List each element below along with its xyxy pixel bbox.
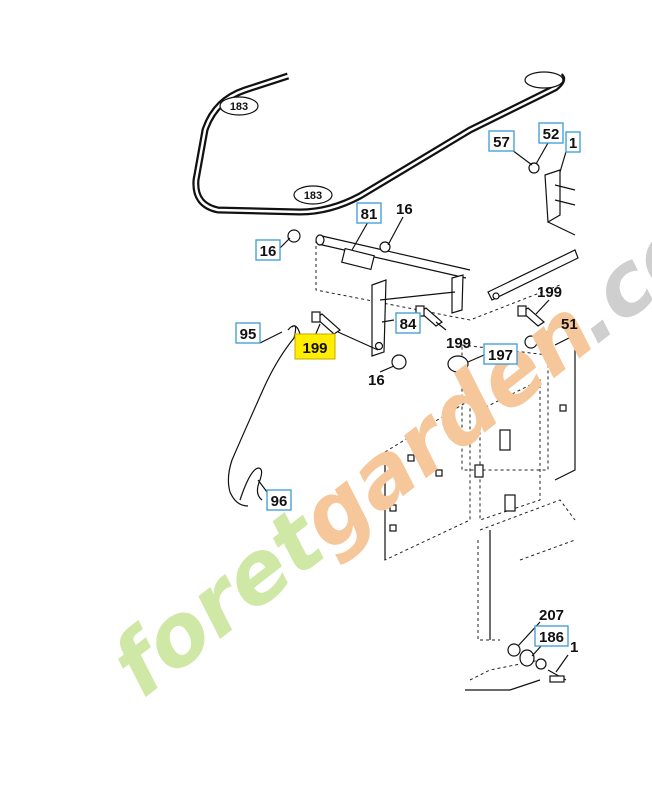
- bolt-199-left: [311, 311, 379, 351]
- drive-belt: [192, 71, 566, 216]
- callout-96[interactable]: 96: [266, 489, 292, 511]
- lift-rod: [487, 249, 579, 301]
- callout-16-left-text: 16: [260, 243, 277, 260]
- lift-shaft: [315, 234, 471, 279]
- bracket-top-right: [528, 162, 576, 236]
- label-51[interactable]: 51: [561, 316, 578, 333]
- callout-197[interactable]: 197: [483, 343, 518, 365]
- callout-95-text: 95: [240, 326, 257, 343]
- callout-199-highlight[interactable]: 199: [294, 333, 336, 360]
- nut-16-mid: [379, 241, 391, 253]
- callout-57-text: 57: [493, 134, 510, 151]
- callout-84[interactable]: 84: [395, 312, 421, 334]
- callout-1-top-text: 1: [569, 135, 577, 152]
- nut-51: [524, 335, 538, 349]
- bolt-199-mid: [415, 305, 443, 327]
- callout-1-top[interactable]: 1: [565, 131, 581, 153]
- label-1-bottom[interactable]: 1: [570, 639, 578, 656]
- spacer-197: [447, 355, 469, 373]
- lower-assembly: [507, 643, 567, 683]
- frame-outline: [315, 240, 576, 691]
- leader-lines: [257, 142, 569, 673]
- callout-52-text: 52: [543, 126, 560, 143]
- bolt-199-right: [517, 305, 545, 327]
- callout-81-text: 81: [361, 206, 378, 223]
- label-199-right[interactable]: 199: [537, 284, 562, 301]
- nut-16-left: [287, 229, 301, 243]
- callout-186-text: 186: [539, 629, 564, 646]
- callout-95[interactable]: 95: [235, 322, 261, 344]
- spring-rod: [227, 325, 297, 507]
- label-16-top[interactable]: 16: [396, 201, 413, 218]
- callout-16-left[interactable]: 16: [255, 239, 281, 261]
- callout-186[interactable]: 186: [534, 625, 569, 647]
- callout-197-text: 197: [488, 347, 513, 364]
- callout-52[interactable]: 52: [538, 122, 564, 144]
- hair-pin: [239, 467, 263, 501]
- link-plates: [371, 274, 464, 357]
- callout-84-text: 84: [400, 316, 417, 333]
- label-16-bottom[interactable]: 16: [368, 372, 385, 389]
- label-199-mid[interactable]: 199: [446, 335, 471, 352]
- callout-199-highlight-text: 199: [302, 340, 327, 357]
- belt-label-bottom: 183: [304, 190, 322, 202]
- nut-16-bottom: [391, 354, 407, 370]
- callout-96-text: 96: [271, 493, 288, 510]
- callout-57[interactable]: 57: [488, 130, 515, 152]
- callout-81[interactable]: 81: [356, 202, 382, 224]
- label-207[interactable]: 207: [539, 607, 564, 624]
- belt-label-left: 183: [230, 101, 248, 113]
